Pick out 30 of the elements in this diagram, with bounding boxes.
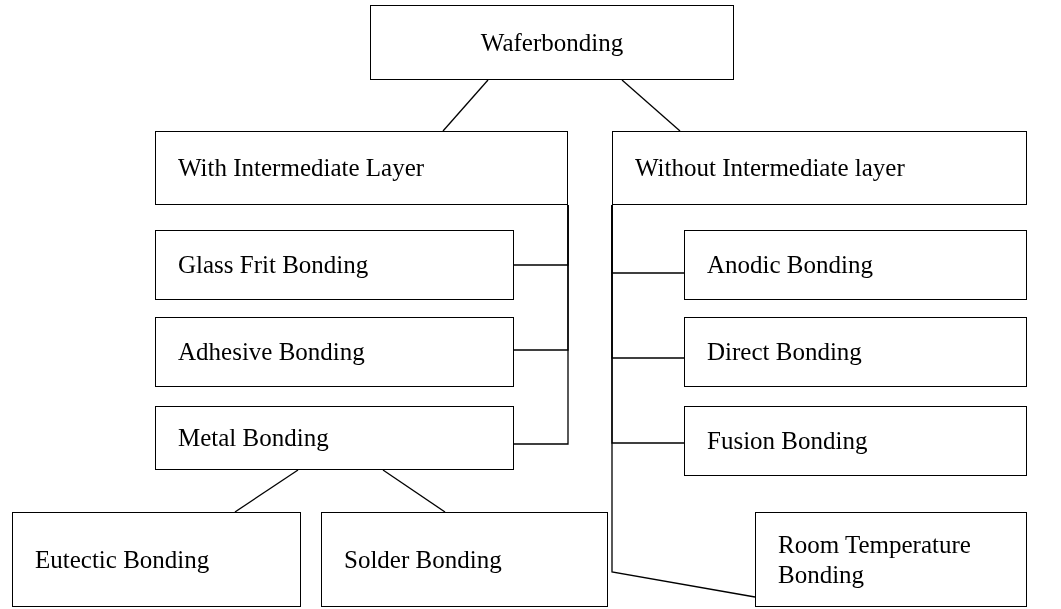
category-box: [155, 230, 514, 300]
category-box: [155, 131, 568, 205]
box-label: Solder Bonding: [344, 544, 502, 575]
category-box: [755, 512, 1027, 607]
box-label: Metal Bonding: [178, 423, 329, 453]
connector-line: [513, 204, 569, 445]
box-label: Glass Frit Bonding: [178, 250, 369, 280]
connector-line: [621, 79, 681, 132]
box-label: With Intermediate Layer: [178, 153, 425, 183]
box-label: Eutectic Bonding: [35, 544, 210, 575]
box-label: Without Intermediate layer: [635, 153, 905, 183]
connector-line: [382, 469, 446, 513]
category-box: [370, 5, 734, 80]
box-label: Adhesive Bonding: [178, 337, 365, 367]
connector-line: [442, 79, 489, 132]
box-label: Anodic Bonding: [707, 250, 873, 280]
category-box: [684, 406, 1027, 476]
category-box: [684, 230, 1027, 300]
box-label: Room Temperature Bonding: [778, 529, 972, 590]
category-box: [155, 406, 514, 470]
connector-line: [234, 469, 299, 513]
category-box: [321, 512, 608, 607]
box-label: Waferbonding: [480, 27, 624, 58]
category-box: [684, 317, 1027, 387]
box-label: Direct Bonding: [707, 337, 862, 367]
connector-line: [611, 204, 756, 598]
category-box: [612, 131, 1027, 205]
box-label: Fusion Bonding: [707, 426, 868, 456]
category-box: [12, 512, 301, 607]
category-box: [155, 317, 514, 387]
